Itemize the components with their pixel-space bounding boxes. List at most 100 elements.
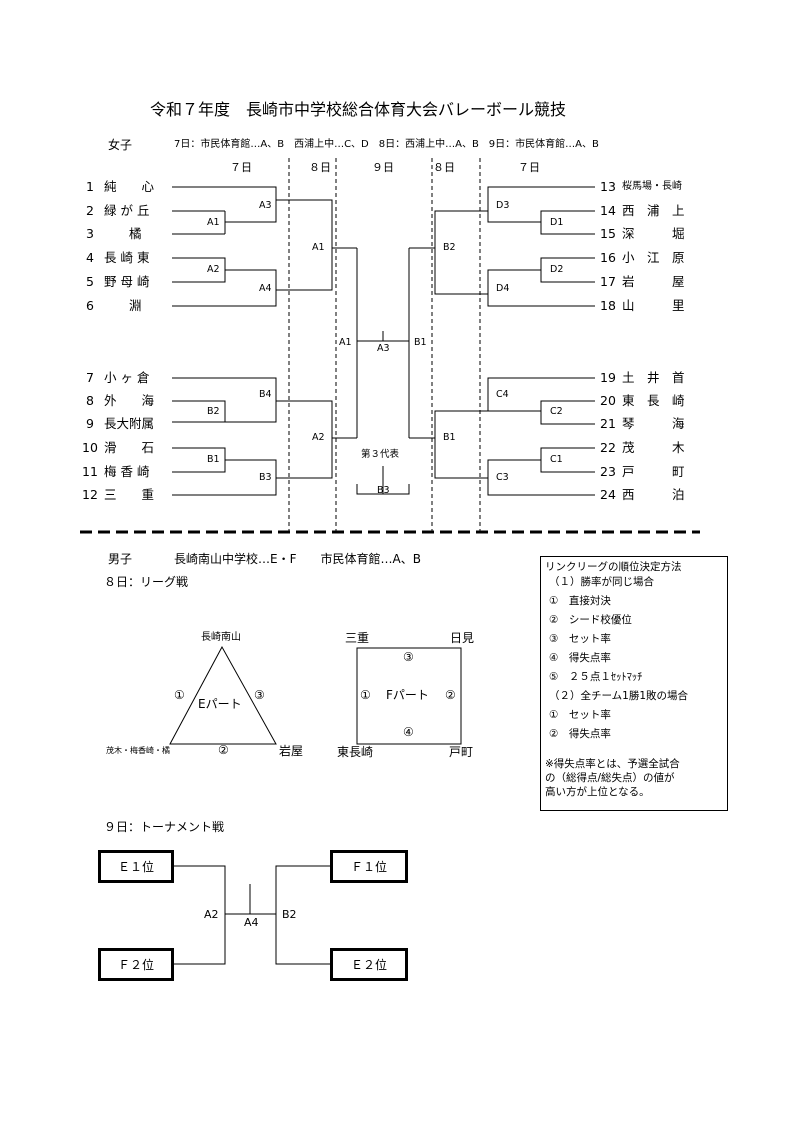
rule-item: （２）全チーム1勝1敗の場合 (549, 690, 689, 702)
tourn-label: A4 (244, 916, 259, 929)
league-e-match: ② (218, 743, 229, 757)
day9-heading: ９日：トーナメント戦 (104, 820, 225, 834)
team-number: 13 (600, 179, 616, 194)
match-label: A4 (259, 283, 272, 294)
team-number: 10 (82, 440, 98, 455)
day-header: ７日 (518, 161, 540, 174)
team-name: 緑 が 丘 (104, 203, 150, 218)
team-name: 土 井 首 (622, 370, 685, 385)
league-e-right: 岩屋 (279, 744, 304, 758)
team-number: 6 (86, 298, 94, 313)
team-number: 22 (600, 440, 616, 455)
seed-box-e2: Ｅ２位 (330, 948, 408, 981)
match-label: A2 (207, 264, 220, 275)
rule-item: ⑤ ２５点１ｾｯﾄﾏｯﾁ (549, 671, 643, 683)
league-e-top: 長崎南山 (201, 632, 241, 643)
team-name: 東 長 崎 (622, 393, 685, 408)
team-name: 滑 石 (104, 440, 155, 455)
match-label: C1 (550, 454, 563, 465)
rule-item: ④ 得失点率 (549, 652, 611, 664)
third-rep-label: 第３代表 (361, 449, 400, 460)
league-e-left: 茂木・梅香崎・橘 (106, 746, 170, 755)
seed-box-f2: Ｆ２位 (98, 948, 174, 981)
match-label: A2 (312, 432, 325, 443)
match-label: B2 (207, 406, 220, 417)
league-f-center: Fパート (386, 688, 429, 702)
match-label: A3 (377, 343, 390, 354)
page-title: 令和７年度 長崎市中学校総合体育大会バレーボール競技 (150, 100, 567, 119)
match-label: B1 (207, 454, 220, 465)
seed-box-e1: Ｅ１位 (98, 850, 174, 883)
match-label: B2 (443, 242, 456, 253)
team-name: 長大附属 (104, 416, 155, 431)
rules-title: リンクリーグの順位決定方法 (545, 561, 682, 573)
tourn-label: A2 (204, 908, 219, 921)
team-number: 20 (600, 393, 616, 408)
team-name: 岩 屋 (622, 274, 685, 289)
day-header: ７日 (230, 161, 252, 174)
match-label: B1 (414, 337, 427, 348)
league-f-bottom-right: 戸町 (449, 745, 474, 759)
team-name: 梅 香 崎 (104, 464, 150, 479)
team-number: 9 (86, 416, 94, 431)
team-name: 西 泊 (622, 487, 685, 502)
league-e-match: ① (174, 688, 185, 702)
league-e-center: Eパート (198, 697, 242, 711)
team-name: 琴 海 (622, 416, 685, 431)
rule-item: （１）勝率が同じ場合 (549, 576, 654, 588)
team-name: 桜馬場・長崎 (622, 181, 682, 192)
rule-note: ※得失点率とは、予選全試合 (545, 758, 680, 770)
league-f-match: ② (445, 688, 456, 702)
third-match-label: B3 (377, 485, 390, 496)
league-f-match: ③ (403, 650, 414, 664)
match-label: C3 (496, 472, 509, 483)
seed-box-f1: Ｆ１位 (330, 850, 408, 883)
team-number: 19 (600, 370, 616, 385)
team-name: 外 海 (104, 393, 155, 408)
team-number: 24 (600, 487, 616, 502)
rule-item: ① セット率 (549, 709, 611, 721)
team-number: 15 (600, 226, 616, 241)
league-f-top-left: 三重 (345, 631, 370, 645)
team-number: 21 (600, 416, 616, 431)
match-label: B3 (259, 472, 272, 483)
match-label: B1 (443, 432, 456, 443)
tourn-label: B2 (282, 908, 297, 921)
team-name: 淵 (104, 298, 142, 313)
match-label: C2 (550, 406, 563, 417)
team-number: 17 (600, 274, 616, 289)
match-label: A1 (207, 217, 220, 228)
rule-item: ② シード校優位 (549, 614, 632, 626)
match-label: A1 (312, 242, 325, 253)
team-number: 8 (86, 393, 94, 408)
team-name: 深 堀 (622, 226, 685, 241)
day8-heading: ８日：リーグ戦 (104, 575, 189, 589)
day-header: ９日 (372, 161, 394, 174)
team-name: 小 江 原 (622, 250, 685, 265)
rules-box: リンクリーグの順位決定方法 （１）勝率が同じ場合 ① 直接対決 ② シード校優位… (540, 556, 728, 811)
team-name: 長 崎 東 (104, 250, 150, 265)
team-number: 11 (82, 464, 98, 479)
team-number: 4 (86, 250, 94, 265)
rule-note: の（総得点/総失点）の値が (545, 772, 675, 784)
team-number: 12 (82, 487, 98, 502)
match-label: D3 (496, 200, 510, 211)
match-label: B4 (259, 389, 272, 400)
team-number: 1 (86, 179, 94, 194)
match-label: D2 (550, 264, 564, 275)
team-name: 野 母 崎 (104, 274, 150, 289)
league-f-bottom-left: 東長崎 (337, 745, 374, 759)
match-label: D1 (550, 217, 564, 228)
match-label: A1 (339, 337, 352, 348)
match-label: C4 (496, 389, 509, 400)
day-header: ８日 (433, 161, 455, 174)
team-name: 純 心 (104, 179, 155, 194)
team-name: 橘 (104, 226, 142, 241)
rule-note: 高い方が上位となる。 (545, 786, 650, 798)
rule-item: ① 直接対決 (549, 595, 611, 607)
team-name: 茂 木 (622, 440, 685, 455)
team-number: 3 (86, 226, 94, 241)
team-number: 5 (86, 274, 94, 289)
rule-item: ③ セット率 (549, 633, 611, 645)
